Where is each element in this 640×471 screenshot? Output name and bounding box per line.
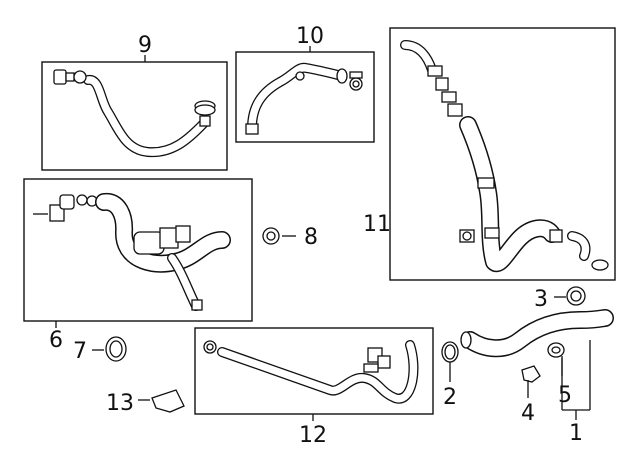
callout-13: 13 — [106, 391, 134, 416]
clamp-10 — [349, 71, 363, 91]
connector-12b — [363, 347, 391, 373]
part-11-box — [389, 27, 616, 281]
part-3-group: 3 — [534, 286, 586, 312]
callout-10: 10 — [296, 24, 324, 49]
callout-3: 3 — [534, 287, 548, 312]
part-10-box — [235, 51, 375, 143]
callout-5: 5 — [558, 383, 572, 408]
part-12-box — [194, 327, 434, 415]
clamp-11a — [459, 229, 475, 243]
callout-8: 8 — [304, 225, 318, 250]
clamp-12a — [203, 340, 217, 354]
callout-12: 12 — [299, 423, 327, 448]
part-13-group: 13 — [106, 389, 185, 416]
callout-7: 7 — [73, 339, 87, 364]
part-9-box — [41, 61, 228, 171]
part-2-group: 2 — [441, 341, 459, 410]
part-10-group: 10 — [235, 24, 375, 143]
callout-11: 11 — [363, 212, 391, 237]
callout-1: 1 — [569, 421, 583, 446]
callout-6: 6 — [49, 328, 63, 353]
part-9-group: 9 — [41, 33, 228, 171]
part-7-group: 7 — [73, 336, 127, 364]
fitting-9a — [53, 69, 87, 85]
clamp-9b — [194, 100, 216, 127]
fitting-6a — [33, 194, 98, 222]
part-6-box — [23, 178, 253, 322]
part-11-group: 11 — [363, 27, 616, 281]
part-5-group: 5 — [547, 342, 572, 408]
part-6-group: 6 — [23, 178, 253, 353]
part-4-group: 4 — [521, 365, 541, 426]
clamp-11b — [591, 259, 609, 271]
callout-4: 4 — [521, 401, 535, 426]
valve-6 — [133, 225, 191, 255]
callout-9: 9 — [138, 33, 152, 58]
part-12-group: 12 — [194, 327, 434, 448]
part-8-group: 8 — [262, 225, 318, 250]
callout-2: 2 — [443, 385, 457, 410]
connector-stack-11 — [427, 65, 463, 117]
part-1-group: 1 — [460, 309, 614, 446]
